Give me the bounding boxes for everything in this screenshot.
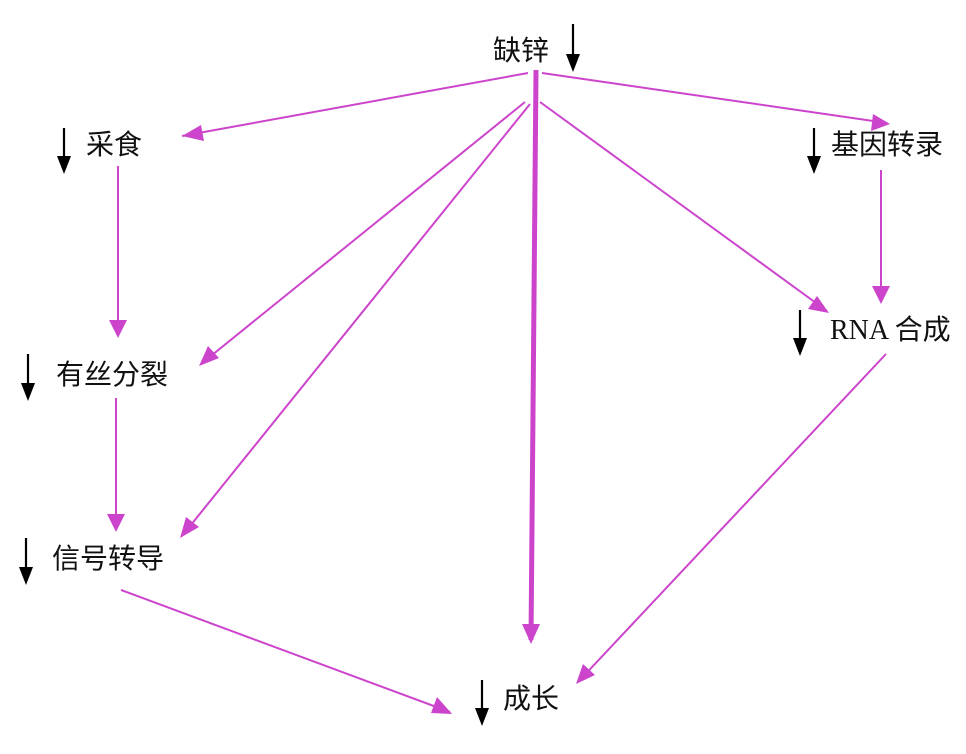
edge-signal-transduction-to-growth xyxy=(120,589,451,713)
node-zinc-deficiency: 缺锌 xyxy=(493,34,549,67)
node-growth: 成长 xyxy=(503,682,559,715)
arrowhead-growth-from-signal xyxy=(431,697,452,714)
edge-zinc-to-mitosis xyxy=(200,101,526,365)
down-arrow-icon xyxy=(475,680,489,726)
arrowhead-mitosis xyxy=(199,346,219,366)
arrowhead-growth xyxy=(522,624,540,644)
edge-zinc-to-growth xyxy=(528,69,539,641)
node-signal-transduction: 信号转导 xyxy=(52,542,164,575)
down-arrow-icon xyxy=(19,538,33,585)
node-labels: 缺锌 采食 基因转录 有丝分裂 RNA 合成 信号转导 成长 xyxy=(52,34,951,715)
down-arrow-icon xyxy=(566,24,580,72)
node-gene-transcription: 基因转录 xyxy=(831,128,943,161)
arrowhead-rna-synthesis xyxy=(808,296,829,313)
arrowhead-growth-from-rna xyxy=(576,664,595,684)
arrowhead-mitosis-from-feeding xyxy=(109,320,127,338)
down-arrow-icon xyxy=(57,128,71,174)
node-feeding: 采食 xyxy=(86,128,142,161)
down-arrow-icon xyxy=(807,128,821,174)
arrowhead-rna-from-gene xyxy=(872,286,890,304)
arrowhead-feeding xyxy=(182,125,204,141)
down-arrow-icon xyxy=(793,310,807,356)
arrowhead-gene-transcription xyxy=(871,114,890,131)
edge-rna-synthesis-to-growth xyxy=(577,353,887,683)
decrease-indicators xyxy=(19,24,821,726)
node-mitosis: 有丝分裂 xyxy=(56,358,168,391)
down-arrow-icon xyxy=(21,354,35,401)
node-rna-synthesis: RNA 合成 xyxy=(830,314,951,346)
edge-zinc-to-gene-transcription xyxy=(541,72,888,124)
edge-zinc-to-rna-synthesis xyxy=(539,101,828,312)
edge-zinc-to-signal-transduction xyxy=(181,103,531,537)
edges xyxy=(115,69,888,713)
edge-zinc-to-feeding xyxy=(181,72,529,137)
arrowhead-signal-transduction xyxy=(180,517,199,538)
edge-arrowheads xyxy=(107,114,890,714)
arrowhead-signal-from-mitosis xyxy=(107,514,125,532)
